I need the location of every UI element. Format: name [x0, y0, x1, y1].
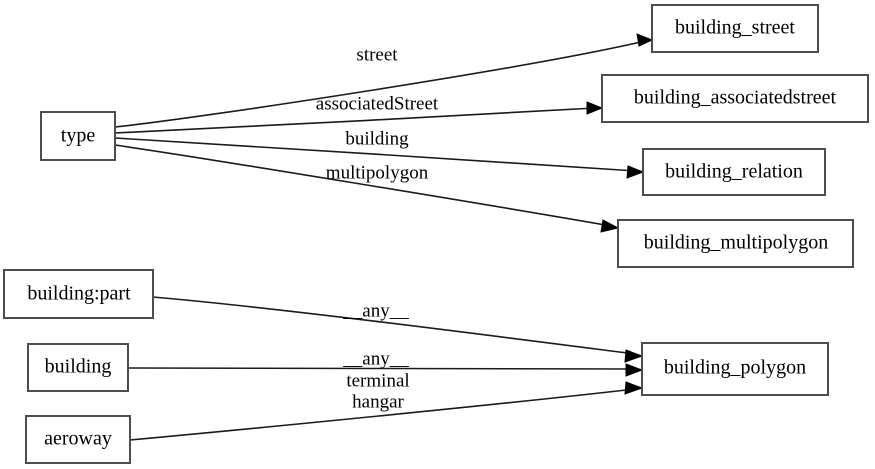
- edge-label-terminal: terminal: [346, 370, 409, 391]
- node-label: building_street: [675, 17, 795, 39]
- edge-building-building_polygon[interactable]: __any__: [127, 348, 644, 377]
- edge-path: [114, 137, 637, 172]
- edge-label-building: building: [345, 128, 409, 149]
- node-box: [40, 111, 116, 161]
- arrowhead-icon: [586, 101, 604, 115]
- node-box: [651, 4, 819, 53]
- arrowhead-icon: [636, 33, 654, 47]
- node-box: [27, 343, 129, 392]
- edge-aeroway-building_polygon[interactable]: terminal hangar: [129, 370, 644, 441]
- node-label: building_multipolygon: [644, 232, 828, 254]
- edge-label-street: street: [356, 44, 398, 65]
- arrowhead-icon: [624, 381, 644, 395]
- arrowhead-icon: [600, 219, 620, 233]
- node-label: building:part: [27, 283, 131, 305]
- edge-label-any-building: __any__: [342, 348, 409, 369]
- edge-path: [152, 296, 636, 355]
- edge-building_part-building_polygon[interactable]: __any__: [152, 296, 644, 363]
- node-building_street[interactable]: building_street: [651, 4, 819, 53]
- edge-path: [127, 367, 636, 370]
- node-label: building: [45, 356, 112, 378]
- node-type[interactable]: type: [40, 111, 116, 161]
- node-building_polygon[interactable]: building_polygon: [641, 342, 829, 396]
- edge-path: [114, 107, 596, 134]
- node-label: building_associatedstreet: [634, 87, 837, 109]
- node-box: [3, 269, 154, 319]
- edge-label-hangar: hangar: [352, 391, 404, 412]
- node-label: building_relation: [665, 161, 803, 183]
- edge-label-any-part: __any__: [342, 300, 409, 321]
- edge-type-building_multipolygon[interactable]: multipolygon: [114, 144, 620, 233]
- edge-type-building_associatedstreet[interactable]: associatedStreet: [114, 93, 604, 134]
- edge-type-building_relation[interactable]: building: [114, 128, 645, 179]
- node-label: building_polygon: [664, 357, 806, 379]
- node-box: [601, 74, 869, 123]
- arrowhead-icon: [624, 349, 644, 363]
- node-building_multipolygon[interactable]: building_multipolygon: [617, 219, 854, 268]
- node-building_relation[interactable]: building_relation: [642, 148, 826, 196]
- edge-label-multipolygon: multipolygon: [326, 162, 429, 183]
- node-building[interactable]: building: [27, 343, 129, 392]
- edge-type-building_street[interactable]: street: [114, 33, 654, 128]
- node-box: [642, 148, 826, 196]
- node-label: aeroway: [44, 428, 112, 450]
- node-box: [25, 415, 131, 464]
- edge-label-associatedstreet: associatedStreet: [316, 93, 439, 114]
- edge-path: [114, 40, 646, 128]
- node-building_associatedstreet[interactable]: building_associatedstreet: [601, 74, 869, 123]
- node-box: [641, 342, 829, 396]
- edge-path: [129, 388, 636, 441]
- node-aeroway[interactable]: aeroway: [25, 415, 131, 464]
- arrowhead-icon: [626, 165, 645, 179]
- edge-path: [114, 144, 612, 227]
- node-label: type: [61, 125, 96, 147]
- node-building_part[interactable]: building:part: [3, 269, 154, 319]
- node-box: [617, 219, 854, 268]
- arrowhead-icon: [625, 363, 644, 377]
